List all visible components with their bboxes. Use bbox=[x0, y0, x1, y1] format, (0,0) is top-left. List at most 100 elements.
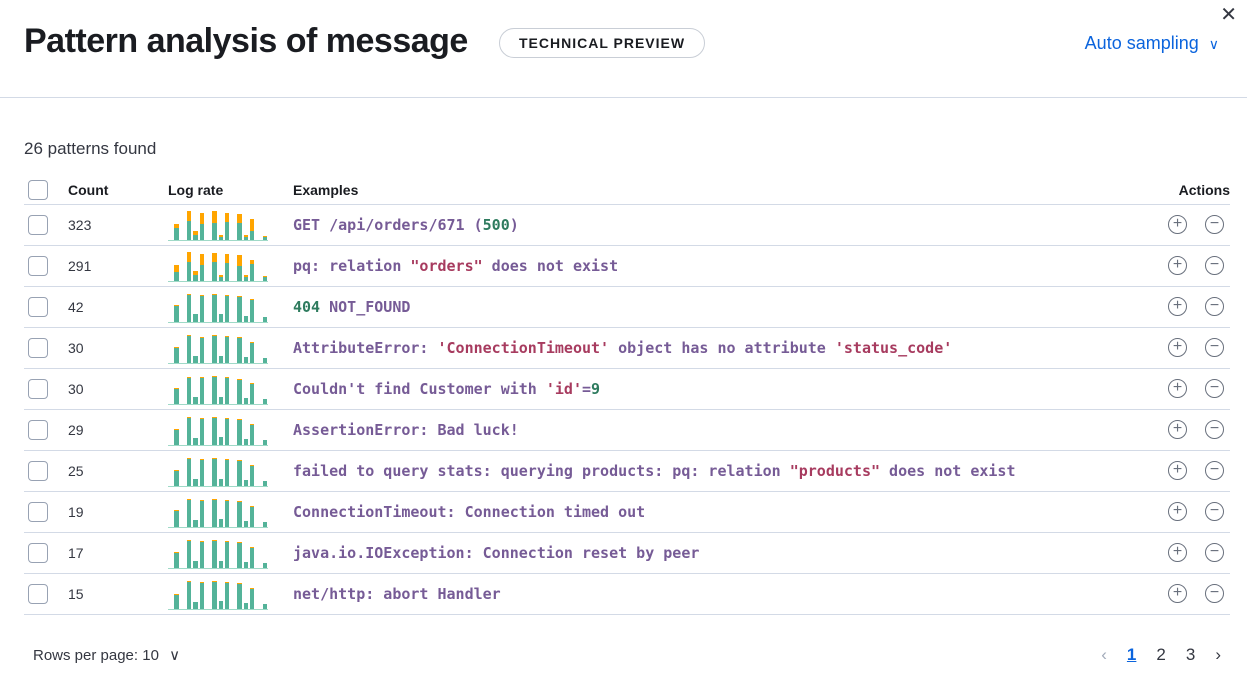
filter-out-icon[interactable]: − bbox=[1205, 461, 1224, 480]
table-row: 30 AttributeError: 'ConnectionTimeout' o… bbox=[24, 327, 1230, 369]
rows-per-page-selector[interactable]: Rows per page: 10 ∨ bbox=[33, 646, 180, 664]
rows-per-page-label: Rows per page: 10 bbox=[33, 647, 159, 664]
sparkline-bar bbox=[186, 210, 192, 240]
example-token: AttributeError: bbox=[293, 338, 438, 357]
row-checkbox[interactable] bbox=[28, 378, 48, 399]
filter-in-icon[interactable]: + bbox=[1168, 215, 1187, 234]
filter-in-icon[interactable]: + bbox=[1168, 502, 1187, 521]
row-checkbox[interactable] bbox=[28, 419, 48, 440]
sparkline-bar bbox=[237, 418, 242, 445]
table-row: 19 ConnectionTimeout: Connection timed o… bbox=[24, 491, 1230, 533]
close-icon[interactable]: ✕ bbox=[1220, 4, 1237, 26]
filter-out-icon[interactable]: − bbox=[1205, 297, 1224, 316]
row-checkbox[interactable] bbox=[28, 296, 48, 317]
page-2[interactable]: 2 bbox=[1156, 645, 1166, 664]
example-token: NOT_FOUND bbox=[320, 297, 411, 316]
row-checkbox[interactable] bbox=[28, 255, 48, 276]
sparkline-bar bbox=[174, 509, 179, 527]
column-count[interactable]: Count bbox=[64, 176, 168, 205]
sparkline-bar bbox=[186, 251, 192, 281]
filter-in-icon[interactable]: + bbox=[1168, 543, 1187, 562]
sparkline-bar bbox=[224, 540, 230, 568]
sparkline-bar bbox=[199, 294, 204, 322]
sparkline-bar bbox=[186, 376, 192, 404]
log-rate-sparkline bbox=[168, 414, 268, 446]
row-count: 30 bbox=[64, 327, 168, 369]
row-count: 15 bbox=[64, 573, 168, 615]
table-row: 17 java.io.IOException: Connection reset… bbox=[24, 532, 1230, 574]
page-3[interactable]: 3 bbox=[1185, 645, 1196, 664]
example-token: failed to query stats: querying products… bbox=[293, 461, 790, 480]
sparkline-bar bbox=[250, 341, 255, 363]
sparkline-bar bbox=[218, 313, 223, 322]
example-message: failed to query stats: querying products… bbox=[293, 450, 1110, 492]
row-checkbox[interactable] bbox=[28, 583, 48, 604]
sparkline-bar bbox=[237, 582, 242, 609]
sparkline-bar bbox=[199, 376, 204, 404]
sparkline-bar bbox=[237, 336, 242, 363]
example-token: = bbox=[582, 379, 592, 398]
sparkline-bar bbox=[174, 469, 179, 486]
sparkline-bar bbox=[224, 294, 230, 322]
filter-out-icon[interactable]: − bbox=[1205, 379, 1224, 398]
previous-page-icon[interactable]: ‹ bbox=[1101, 645, 1107, 664]
sparkline-bar bbox=[243, 356, 249, 363]
sparkline-bar bbox=[224, 581, 230, 609]
filter-in-icon[interactable]: + bbox=[1168, 379, 1187, 398]
filter-out-icon[interactable]: − bbox=[1205, 215, 1224, 234]
example-token: Couldn't find Customer with bbox=[293, 379, 546, 398]
filter-in-icon[interactable]: + bbox=[1168, 584, 1187, 603]
row-checkbox[interactable] bbox=[28, 337, 48, 358]
row-count: 42 bbox=[64, 286, 168, 328]
column-actions: Actions bbox=[1110, 176, 1230, 205]
example-token: 'status_code' bbox=[834, 338, 953, 357]
table-row: 15 net/http: abort Handler +− bbox=[24, 573, 1230, 615]
example-token: "orders" bbox=[410, 256, 483, 275]
filter-out-icon[interactable]: − bbox=[1205, 584, 1224, 603]
filter-out-icon[interactable]: − bbox=[1205, 256, 1224, 275]
filter-out-icon[interactable]: − bbox=[1205, 420, 1224, 439]
sparkline-bar bbox=[250, 546, 255, 568]
row-checkbox[interactable] bbox=[28, 214, 48, 235]
table-row: 29 AssertionError: Bad luck! +− bbox=[24, 409, 1230, 451]
sparkline-bar bbox=[186, 293, 192, 322]
sparkline-bar bbox=[237, 213, 242, 240]
next-page-icon[interactable]: › bbox=[1215, 645, 1221, 664]
select-all-checkbox[interactable] bbox=[28, 179, 48, 200]
technical-preview-badge: TECHNICAL PREVIEW bbox=[499, 28, 706, 58]
sparkline-bar bbox=[193, 478, 198, 486]
sparkline-bar bbox=[174, 551, 179, 568]
filter-out-icon[interactable]: − bbox=[1205, 502, 1224, 521]
sparkline-bar bbox=[262, 357, 268, 363]
sparkline-bar bbox=[218, 274, 223, 281]
sparkline-bar bbox=[212, 539, 217, 568]
sparkline-bar bbox=[193, 270, 198, 281]
filter-in-icon[interactable]: + bbox=[1168, 461, 1187, 480]
row-count: 323 bbox=[64, 204, 168, 246]
sparkline-bar bbox=[262, 480, 268, 486]
sparkline-bar bbox=[174, 593, 179, 609]
sparkline-bar bbox=[199, 417, 204, 445]
row-checkbox[interactable] bbox=[28, 460, 48, 481]
filter-out-icon[interactable]: − bbox=[1205, 543, 1224, 562]
sparkline-bar bbox=[212, 210, 217, 240]
example-token: 9 bbox=[591, 379, 601, 398]
sparkline-bar bbox=[243, 520, 249, 527]
sampling-dropdown[interactable]: Auto sampling∨ bbox=[1085, 33, 1219, 54]
row-checkbox[interactable] bbox=[28, 542, 48, 563]
filter-in-icon[interactable]: + bbox=[1168, 338, 1187, 357]
example-token: java.io.IOException: Connection reset by… bbox=[293, 543, 700, 562]
filter-in-icon[interactable]: + bbox=[1168, 297, 1187, 316]
filter-out-icon[interactable]: − bbox=[1205, 338, 1224, 357]
example-message: ConnectionTimeout: Connection timed out bbox=[293, 491, 1110, 533]
filter-in-icon[interactable]: + bbox=[1168, 256, 1187, 275]
row-checkbox[interactable] bbox=[28, 501, 48, 522]
table-row: 42 404 NOT_FOUND +− bbox=[24, 286, 1230, 328]
filter-in-icon[interactable]: + bbox=[1168, 420, 1187, 439]
sparkline-bar bbox=[250, 587, 255, 609]
log-rate-sparkline bbox=[168, 578, 268, 610]
page-title: Pattern analysis of message bbox=[24, 22, 468, 60]
column-log-rate: Log rate bbox=[168, 176, 293, 205]
page-1[interactable]: 1 bbox=[1126, 645, 1137, 664]
sparkline-bar bbox=[262, 316, 268, 322]
